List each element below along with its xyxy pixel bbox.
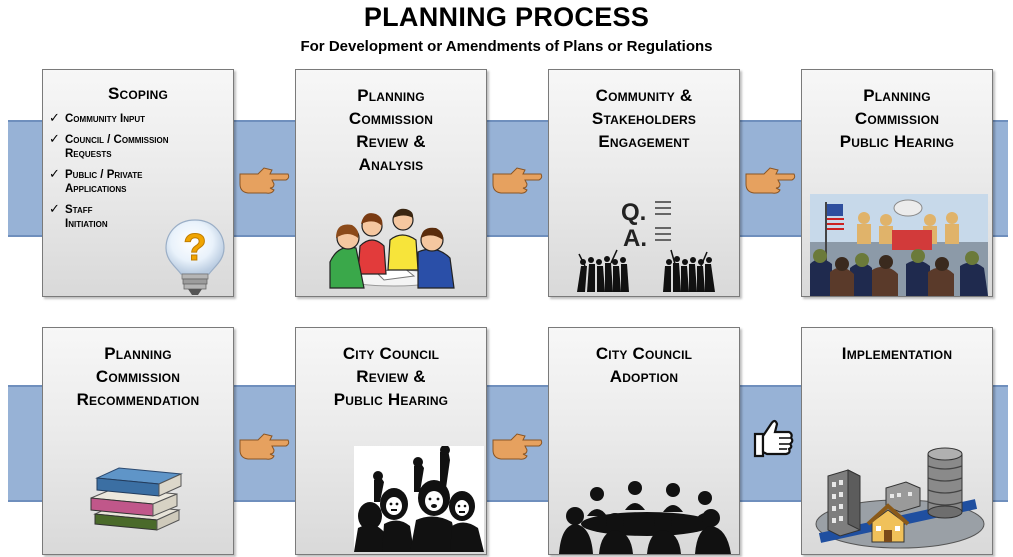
step-council-review-title: City Council Review & Public Hearing [333,344,449,409]
checklist-item: ✓Public / Private Applications [49,166,143,196]
pointing-hand-icon [745,167,796,194]
qa-crowd-icon: Q. A. [577,199,715,292]
step-commission-recommendation-title: Planning Commission Recommendation [76,344,200,409]
step-community-engagement-title: Community & Stakeholders Engagement [591,86,697,151]
step-council-adoption-title: City Council Adoption [595,344,693,386]
checkmark-icon: ✓ [49,201,60,216]
council-meeting-icon [559,481,731,554]
step-commission-recommendation-card: Planning Commission Recommendation [42,327,234,555]
step-council-adoption-card: City Council Adoption [548,327,740,555]
question-lightbulb-icon: ? [165,219,225,295]
pointing-hand-icon [239,433,290,460]
a-label: A. [623,225,647,252]
checklist-item: ✓Council / Commission Requests [49,131,169,161]
step-commission-review-title: Planning Commission Review & Analysis [348,86,434,174]
public-hearing-icon [810,194,988,296]
checklist-item: ✓Staff Initiation [49,201,108,231]
diagram-subtitle: For Development or Amendments of Plans o… [300,38,713,55]
step-scoping-card: Scoping ✓Community Input ✓Council / Comm… [42,69,234,297]
pointing-hand-icon [492,167,543,194]
scoping-checklist: ✓Community Input ✓Council / Commission R… [49,110,234,238]
step-commission-hearing-title: Planning Commission Public Hearing [839,86,955,151]
q-label: Q. [621,199,646,226]
pointing-hand-icon [239,167,290,194]
books-icon [90,467,183,531]
checkmark-icon: ✓ [49,131,60,146]
checkmark-icon: ✓ [49,166,60,181]
pointing-hand-icon [492,433,543,460]
step-community-engagement-card: Community & Stakeholders Engagement Q. A… [548,69,740,297]
svg-text:?: ? [183,227,206,269]
step-commission-review-card: Planning Commission Review & Analysis [295,69,487,297]
step-scoping-title: Scoping [107,84,169,103]
people-meeting-icon [329,208,455,289]
step-implementation-title: Implementation [841,344,953,363]
step-council-review-card: City Council Review & Public Hearing [295,327,487,555]
checkmark-icon: ✓ [49,110,60,125]
diagram-title: PLANNING PROCESS [363,2,650,32]
step-implementation-card: Implementation [801,327,993,555]
city-buildings-icon [815,447,985,549]
protest-crowd-icon [354,446,484,552]
step-commission-hearing-card: Planning Commission Public Hearing [801,69,993,297]
checklist-item: ✓Community Input [49,110,146,126]
thumbs-up-icon [753,419,794,458]
